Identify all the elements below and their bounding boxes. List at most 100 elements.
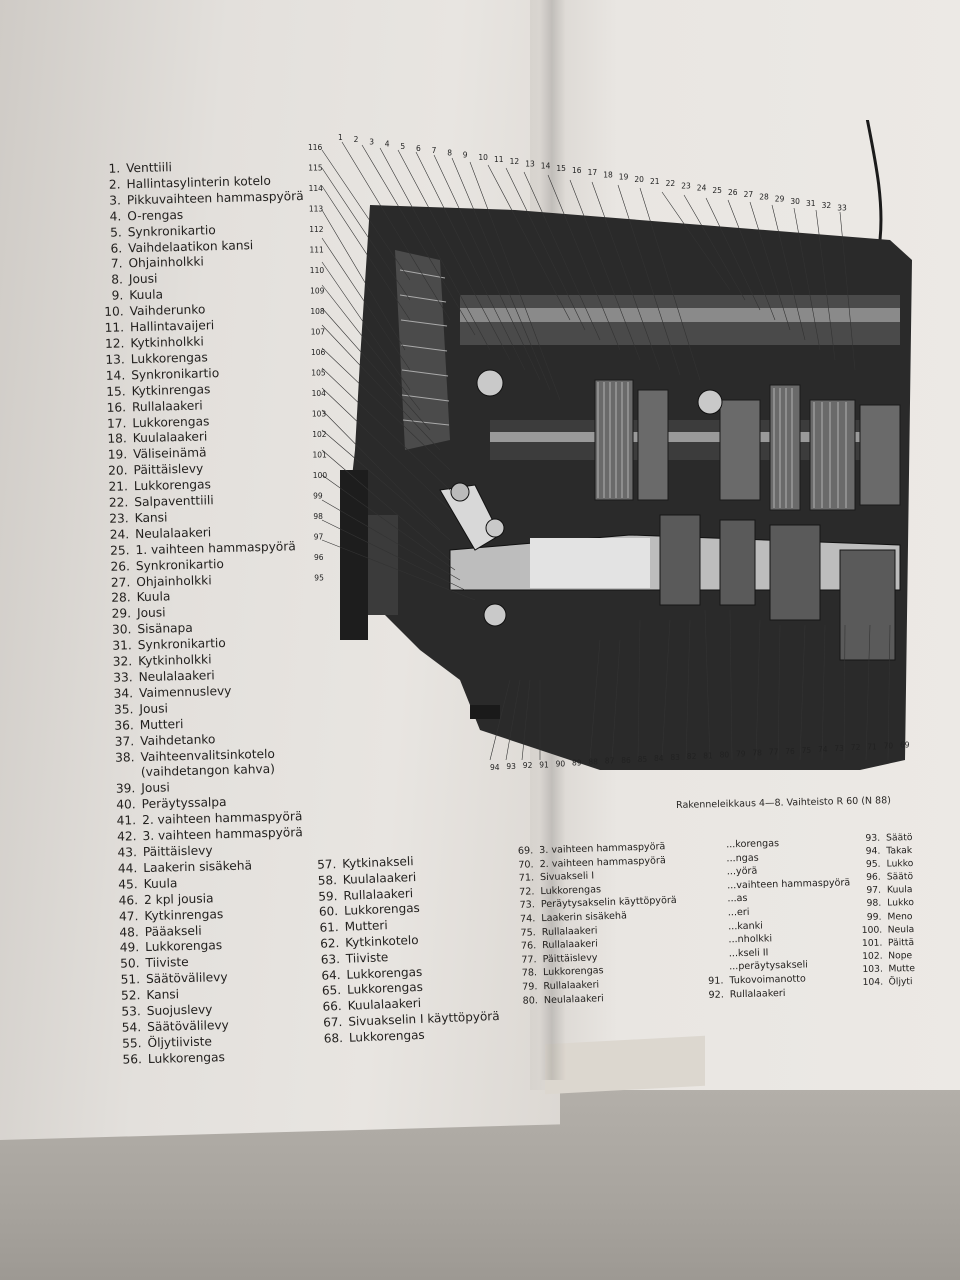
part-number: 21. <box>108 479 129 494</box>
part-number: 1. <box>108 161 121 176</box>
part-number: 8. <box>111 272 124 288</box>
callout-number: 33 <box>837 203 847 212</box>
part-number: 56. <box>122 1051 143 1067</box>
callout-number: 17 <box>588 168 598 177</box>
part-number: 43. <box>117 845 138 860</box>
part-name: Lukkorengas <box>346 980 424 998</box>
part-number: 6. <box>110 240 123 256</box>
part-name: Kuulalaakeri <box>132 429 208 446</box>
part-list-item: 94.Takak <box>860 844 913 858</box>
part-number: 41. <box>116 813 137 828</box>
part-name: Takak <box>886 845 913 857</box>
part-name: Ohjainholkki <box>136 572 212 589</box>
callout-number: 23 <box>681 181 691 190</box>
callout-number: 3 <box>369 137 374 146</box>
part-number: 55. <box>121 1035 142 1051</box>
part-number: 53. <box>121 1004 141 1019</box>
part-number: 34. <box>113 686 134 701</box>
part-name: Vaihteenvalitsinkotelo <box>140 746 276 764</box>
part-name: Lukkorengas <box>147 1049 226 1066</box>
part-number: 9. <box>111 288 124 303</box>
part-number: 29. <box>111 606 132 622</box>
callout-number: 69 <box>900 741 910 750</box>
part-number: 22. <box>108 495 129 510</box>
callout-number: 26 <box>728 188 738 197</box>
callout-number: 108 <box>310 307 325 316</box>
callout-number: 102 <box>312 430 327 439</box>
callout-number: 83 <box>670 753 680 762</box>
part-number: 63. <box>320 951 341 967</box>
part-name: Lukkorengas <box>133 477 212 494</box>
part-name: Väliseinämä <box>132 445 207 462</box>
part-list-item: 95.Lukko <box>860 857 914 871</box>
part-number: 11. <box>104 320 125 335</box>
part-name: Peräytyssalpa <box>141 795 227 812</box>
part-name: Säätövälilevy <box>146 1017 229 1034</box>
callout-number: 73 <box>834 744 844 753</box>
part-name: Meno <box>887 910 913 923</box>
callout-number: 92 <box>523 761 533 770</box>
part-number: 44. <box>117 861 138 876</box>
part-name: Lukkorengas <box>540 884 602 897</box>
part-name: Kuula <box>143 876 178 891</box>
bearings <box>476 369 723 627</box>
part-name: Lukkorengas <box>343 901 421 919</box>
part-name: Kansi <box>134 510 168 526</box>
part-number: 72. <box>519 886 535 898</box>
part-list-item: 103.Mutte <box>862 962 915 976</box>
part-name: Säätövälilevy <box>145 970 228 987</box>
part-number: 31. <box>112 638 132 653</box>
part-name: Vaimennuslevy <box>138 683 232 701</box>
part-name: Kuulalaakeri <box>347 996 422 1013</box>
parts-list-column-4: ...korengas...ngas...yörä...vaihteen ham… <box>700 835 853 1002</box>
callout-number: 11 <box>494 155 504 164</box>
callout-number: 31 <box>806 199 816 208</box>
part-number: 67. <box>322 1014 343 1030</box>
part-name: Rullalaakeri <box>541 924 598 938</box>
part-name: Mutteri <box>344 918 388 934</box>
callout-number: 95 <box>314 574 324 583</box>
callout-number: 29 <box>775 195 785 204</box>
part-name: Rullalaakeri <box>131 398 203 414</box>
part-name: Päittäislevy <box>133 461 204 478</box>
callout-number: 96 <box>314 553 324 562</box>
gear-stack <box>594 379 901 511</box>
part-name: Neulalaakeri <box>138 668 215 685</box>
part-number: 97. <box>866 885 882 897</box>
part-number: 76. <box>520 940 537 952</box>
callout-number: 10 <box>478 153 488 162</box>
part-name: Jousi <box>128 271 158 287</box>
part-number: 33. <box>113 670 133 685</box>
part-name: 2. vaihteen hammaspyörä <box>539 854 666 870</box>
callout-number: 74 <box>818 745 828 754</box>
callout-number: 79 <box>736 750 746 759</box>
part-name: Kytkinholkki <box>138 652 212 669</box>
part-number: 92. <box>708 988 724 1001</box>
part-number: 51. <box>120 972 141 987</box>
callout-number: 24 <box>697 184 707 193</box>
part-number: 79. <box>522 981 538 993</box>
part-number: 24. <box>109 527 130 542</box>
part-name: Mutte <box>888 962 916 975</box>
part-number: 66. <box>322 999 342 1014</box>
part-name: Kytkinrengas <box>144 906 224 923</box>
part-name: Synkronikartio <box>135 556 225 573</box>
callout-number: 106 <box>311 348 326 357</box>
part-name: Lukko <box>887 897 915 910</box>
callout-number: 114 <box>309 184 324 193</box>
part-name: Synkronikartio <box>131 365 220 382</box>
part-name: Kytkinakseli <box>341 854 414 871</box>
callout-number: 72 <box>851 743 861 752</box>
callout-number: 14 <box>541 162 551 171</box>
part-list-item: 99.Meno <box>861 910 914 924</box>
part-number: 20. <box>107 463 128 479</box>
callout-number: 9 <box>463 151 468 160</box>
part-number: 102. <box>862 950 883 962</box>
part-name: Säätö <box>886 871 914 883</box>
part-number: 16. <box>106 399 127 415</box>
part-number: 73. <box>519 899 536 912</box>
callout-number: 15 <box>556 164 566 173</box>
